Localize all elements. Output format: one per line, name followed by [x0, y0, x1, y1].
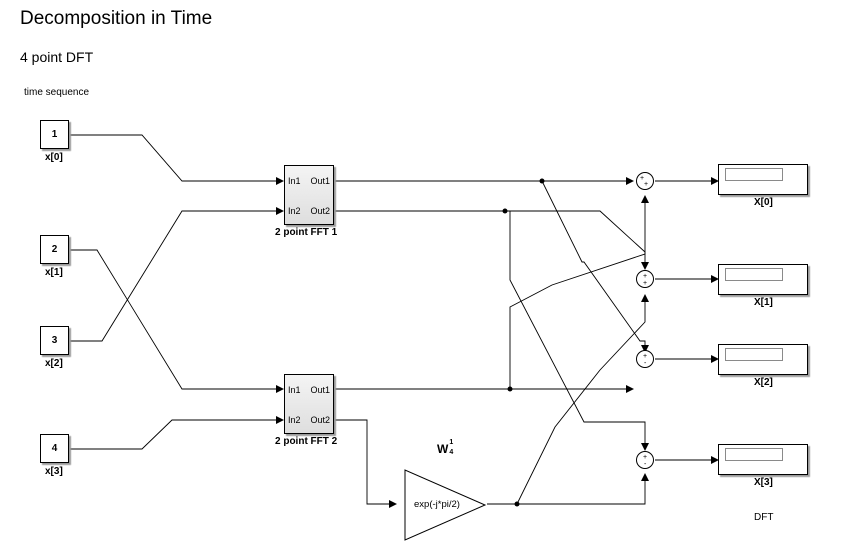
twiddle-factor-label: W 1 4: [437, 439, 454, 456]
output-label-X1: X[1]: [754, 297, 773, 308]
display-block-X2[interactable]: [718, 344, 808, 375]
fft2-in1-port: In1: [288, 385, 301, 395]
wire-x1: [69, 249, 284, 393]
fft-block-2-label: 2 point FFT 2: [275, 436, 338, 447]
fft2-out1-port: Out1: [310, 385, 330, 395]
fft1-out1-port: Out1: [310, 176, 330, 186]
output-label-X0: X[0]: [754, 197, 773, 208]
display-block-X0[interactable]: [718, 164, 808, 195]
input-label-x0: x[0]: [45, 152, 63, 163]
sum1-top-sign: +: [643, 273, 648, 280]
display-window: [725, 448, 783, 461]
display-window: [725, 268, 783, 281]
display-window: [725, 348, 783, 361]
wire-gain-to-sum3: [487, 473, 649, 505]
display-window: [725, 168, 783, 181]
input-block-x2[interactable]: 3: [40, 326, 69, 355]
wire-x3: [69, 416, 284, 450]
fft-block-1-label: 2 point FFT 1: [275, 227, 338, 238]
fft2-out2-port: Out2: [310, 415, 330, 425]
dft-group-label: DFT: [754, 512, 774, 523]
diagram-subtitle: 4 point DFT: [20, 49, 94, 65]
sum-block-1[interactable]: + +: [636, 270, 654, 288]
fft1-out2-port: Out2: [310, 206, 330, 216]
fft1-in1-port: In1: [288, 176, 301, 186]
sum1-bottom-sign: +: [643, 280, 648, 287]
sum3-bottom-sign: -: [644, 461, 647, 468]
branch-point: [539, 178, 545, 184]
wire-fft2-out1-to-sum0: [509, 195, 649, 389]
sum3-top-sign: +: [643, 454, 648, 461]
sum2-top-sign: +: [643, 353, 648, 360]
fft1-in2-port: In2: [288, 206, 301, 216]
input-block-x0[interactable]: 1: [40, 120, 69, 149]
gain-block-shape: [404, 469, 487, 541]
wire-fft1-out2-to-sum3: [505, 210, 649, 451]
branch-point: [502, 208, 508, 214]
wire-fft1-out1-to-sum2: [541, 180, 649, 353]
sum-block-0[interactable]: + +: [636, 172, 654, 190]
branch-point: [514, 501, 520, 507]
wire-x0: [69, 134, 284, 185]
sum-block-3[interactable]: + -: [636, 451, 654, 469]
twiddle-superscript: 1: [449, 439, 454, 446]
sum0-top-sign: +: [640, 175, 645, 182]
sum0-bottom-sign: +: [644, 181, 649, 188]
fft-block-2[interactable]: In1 Out1 In2 Out2: [284, 374, 334, 434]
output-label-X2: X[2]: [754, 377, 773, 388]
twiddle-base: W: [437, 442, 449, 456]
output-label-X3: X[3]: [754, 477, 773, 488]
diagram-title: Decomposition in Time: [20, 8, 213, 29]
sum-block-2[interactable]: + -: [636, 350, 654, 368]
wire-x2: [69, 207, 284, 342]
display-block-X3[interactable]: [718, 444, 808, 475]
time-sequence-label: time sequence: [24, 87, 90, 98]
input-label-x1: x[1]: [45, 267, 63, 278]
input-block-x3[interactable]: 4: [40, 434, 69, 463]
branch-point: [507, 386, 513, 392]
input-label-x2: x[2]: [45, 358, 63, 369]
input-block-x1[interactable]: 2: [40, 235, 69, 264]
gain-block[interactable]: exp(-j*pi/2): [414, 499, 460, 510]
twiddle-subscript: 4: [449, 449, 454, 456]
fft2-in2-port: In2: [288, 415, 301, 425]
wire-fft1-out2: [324, 210, 649, 270]
sum2-bottom-sign: -: [644, 360, 647, 367]
display-block-X1[interactable]: [718, 264, 808, 295]
wire-fft2-out2-to-gain: [324, 419, 397, 508]
fft-block-1[interactable]: In1 Out1 In2 Out2: [284, 165, 334, 225]
wire-gain-to-sum1: [516, 294, 649, 505]
input-label-x3: x[3]: [45, 466, 63, 477]
